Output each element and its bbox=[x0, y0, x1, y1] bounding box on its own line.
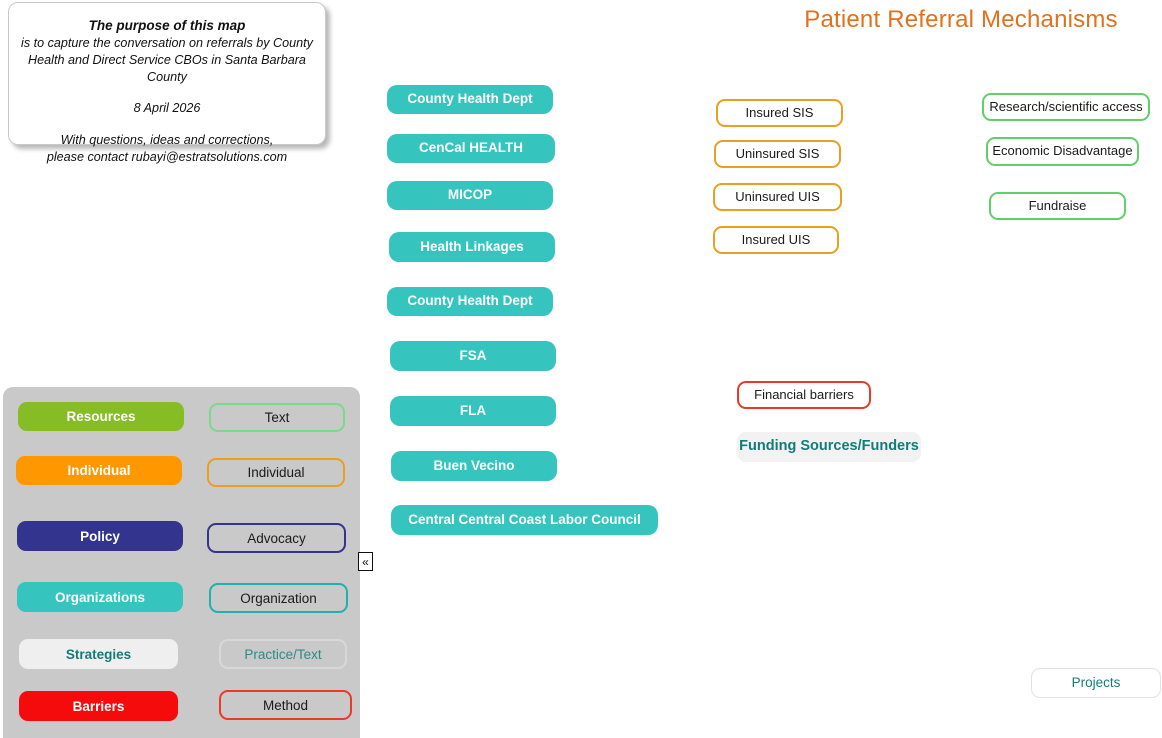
organization-node[interactable]: County Health Dept bbox=[387, 85, 553, 114]
chevron-double-left-icon: « bbox=[362, 554, 369, 569]
organization-node[interactable]: FSA bbox=[390, 341, 556, 371]
purpose-contact-line-2: please contact rubayi@estratsolutions.co… bbox=[46, 150, 288, 165]
legend-chip-individual[interactable]: Individual bbox=[16, 456, 182, 485]
resource-node[interactable]: Economic Disadvantage bbox=[986, 137, 1139, 166]
organization-node[interactable]: Buen Vecino bbox=[391, 451, 557, 481]
strategy-node[interactable]: Funding Sources/Funders bbox=[737, 432, 921, 462]
legend-chip-policy[interactable]: Policy bbox=[17, 521, 183, 551]
legend-chip-barriers[interactable]: Barriers bbox=[19, 691, 178, 721]
purpose-heading: The purpose of this map bbox=[88, 18, 246, 33]
legend-chip-strategies[interactable]: Strategies bbox=[19, 639, 178, 669]
collapse-legend-button[interactable]: « bbox=[358, 552, 373, 571]
organization-node[interactable]: County Health Dept bbox=[387, 287, 553, 316]
purpose-body: is to capture the conversation on referr… bbox=[21, 36, 313, 84]
projects-node[interactable]: Projects bbox=[1031, 668, 1161, 698]
insurance-status-node[interactable]: Insured SIS bbox=[716, 99, 843, 127]
resource-node[interactable]: Fundraise bbox=[989, 192, 1126, 220]
legend-chip-method[interactable]: Method bbox=[219, 690, 352, 720]
legend-chip-individual[interactable]: Individual bbox=[207, 458, 345, 487]
legend-chip-resources[interactable]: Resources bbox=[18, 402, 184, 431]
barrier-node[interactable]: Financial barriers bbox=[737, 381, 871, 409]
insurance-status-node[interactable]: Insured UIS bbox=[713, 226, 839, 254]
legend-chip-advocacy[interactable]: Advocacy bbox=[207, 523, 346, 553]
purpose-contact: With questions, ideas and corrections, p… bbox=[21, 132, 313, 165]
purpose-contact-line-1: With questions, ideas and corrections, bbox=[60, 133, 274, 148]
organization-node[interactable]: MICOP bbox=[387, 181, 553, 210]
insurance-status-node[interactable]: Uninsured UIS bbox=[713, 183, 842, 211]
organization-node[interactable]: CenCal HEALTH bbox=[387, 134, 555, 163]
organization-node[interactable]: FLA bbox=[390, 396, 556, 426]
legend-chip-organization[interactable]: Organization bbox=[209, 583, 348, 613]
page-title: Patient Referral Mechanisms bbox=[804, 6, 1118, 33]
resource-node[interactable]: Research/scientific access bbox=[982, 93, 1150, 121]
purpose-date: 8 April 2026 bbox=[133, 101, 201, 116]
legend-chip-practice-text[interactable]: Practice/Text bbox=[219, 639, 347, 669]
organization-node[interactable]: Health Linkages bbox=[389, 232, 555, 262]
insurance-status-node[interactable]: Uninsured SIS bbox=[714, 140, 841, 168]
organization-node[interactable]: Central Central Coast Labor Council bbox=[391, 505, 658, 535]
legend-chip-organizations[interactable]: Organizations bbox=[17, 582, 183, 612]
purpose-note-card: The purpose of this map is to capture th… bbox=[8, 2, 326, 164]
legend-chip-text[interactable]: Text bbox=[209, 403, 345, 432]
